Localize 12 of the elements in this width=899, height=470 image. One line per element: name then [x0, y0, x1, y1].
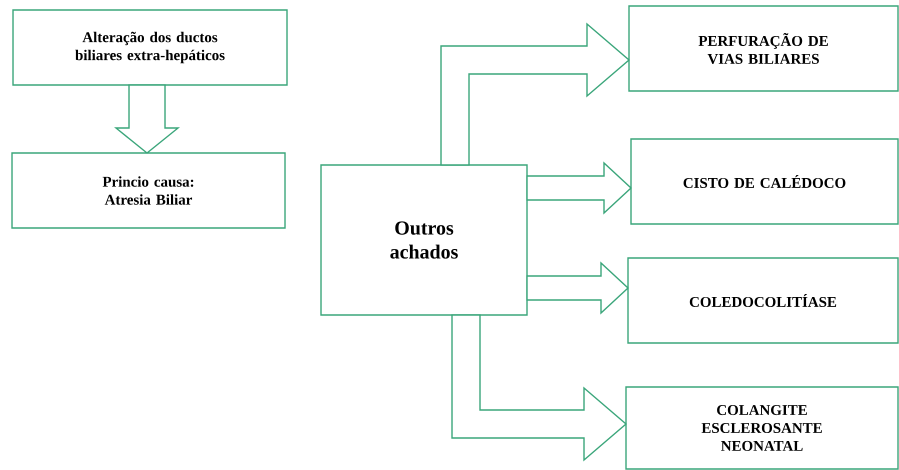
block-arrow [526, 261, 630, 315]
text-box: COLEDOCOLITÍASE [627, 257, 899, 344]
text-box: PERFURAÇÃO DE VIAS BILIARES [628, 5, 899, 92]
text-box: CISTO DE CALÉDOCO [630, 138, 899, 225]
text-box: Princio causa: Atresia Biliar [11, 152, 286, 229]
block-arrow [451, 314, 628, 462]
text-box: Outros achados [320, 164, 528, 316]
block-arrow [526, 161, 632, 215]
block-arrow [114, 84, 180, 154]
text-box: Alteração dos ductos biliares extra-hepáticos [12, 9, 288, 86]
text-box: COLANGITE ESCLEROSANTE NEONATAL [625, 386, 899, 470]
block-arrow [440, 22, 630, 166]
